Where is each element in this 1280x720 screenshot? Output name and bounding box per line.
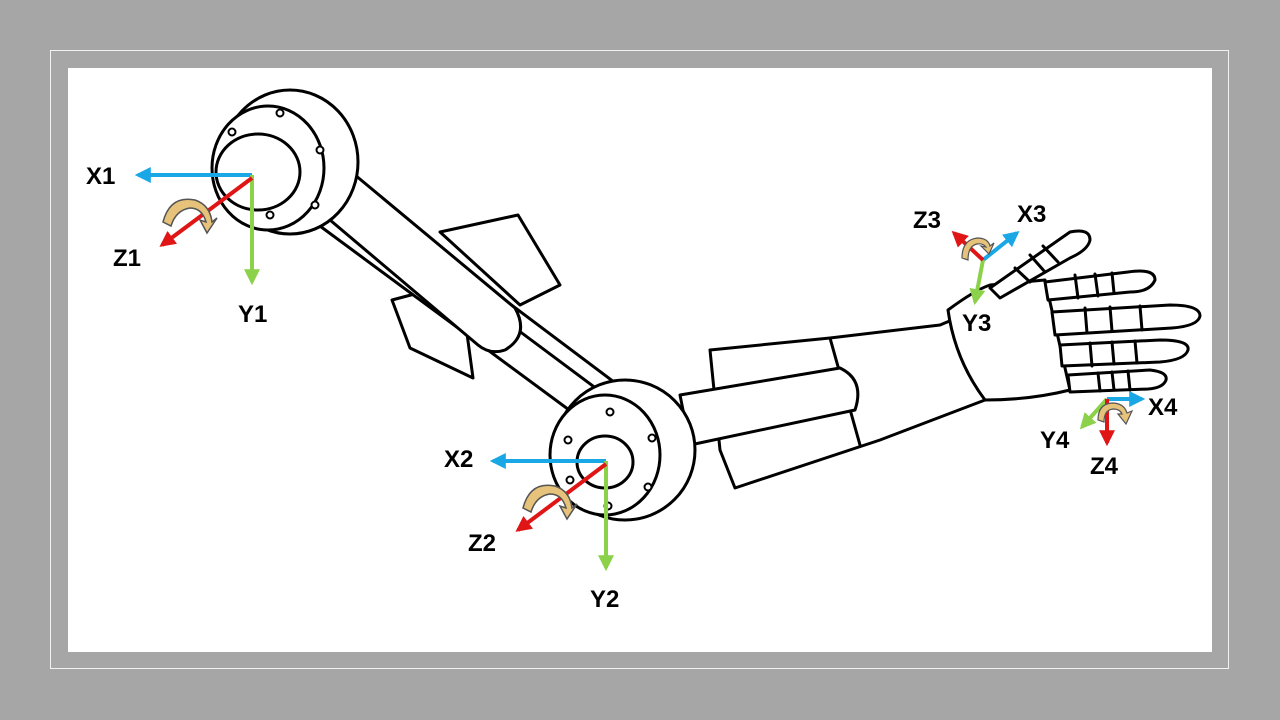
x3-axis-arrow <box>981 231 1020 262</box>
joint-1 <box>210 88 360 236</box>
rotation-1-icon <box>162 198 218 235</box>
x1-label: X1 <box>86 163 115 190</box>
finger-3 <box>1058 338 1190 368</box>
upper-link-flap-front <box>438 213 562 307</box>
z4-label: Z4 <box>1090 453 1119 480</box>
forearm <box>678 298 1002 490</box>
z3-label: Z3 <box>913 207 941 234</box>
rotation-3-icon <box>961 237 995 261</box>
x2-label: X2 <box>444 446 473 473</box>
y1-label: Y1 <box>238 301 267 328</box>
z1-label: Z1 <box>113 245 141 272</box>
x4-label: X4 <box>1148 394 1178 421</box>
finger-1 <box>1043 269 1157 302</box>
z2-label: Z2 <box>468 530 496 557</box>
x3-label: X3 <box>1017 201 1046 228</box>
y4-axis-arrow <box>1079 397 1109 430</box>
y2-label: Y2 <box>590 586 619 613</box>
outer-frame <box>50 50 1229 669</box>
finger-4 <box>1066 368 1168 394</box>
y3-axis-arrow <box>969 259 986 306</box>
frame-2: X2 Y2 Z2 <box>444 446 619 613</box>
frame-1: X1 Y1 Z1 <box>86 163 267 328</box>
rotation-2-icon <box>522 484 578 521</box>
hand <box>946 229 1202 402</box>
finger-2 <box>1050 303 1202 337</box>
robot-arm-drawing <box>210 88 1202 522</box>
rotation-4-icon <box>1097 402 1134 426</box>
upper-link-rod <box>328 173 523 354</box>
y3-label: Y3 <box>962 310 991 337</box>
frame-4: X4 Y4 Z4 <box>1040 391 1178 480</box>
frame-3: Z3 X3 Y3 <box>913 201 1046 337</box>
y4-label: Y4 <box>1040 427 1070 454</box>
